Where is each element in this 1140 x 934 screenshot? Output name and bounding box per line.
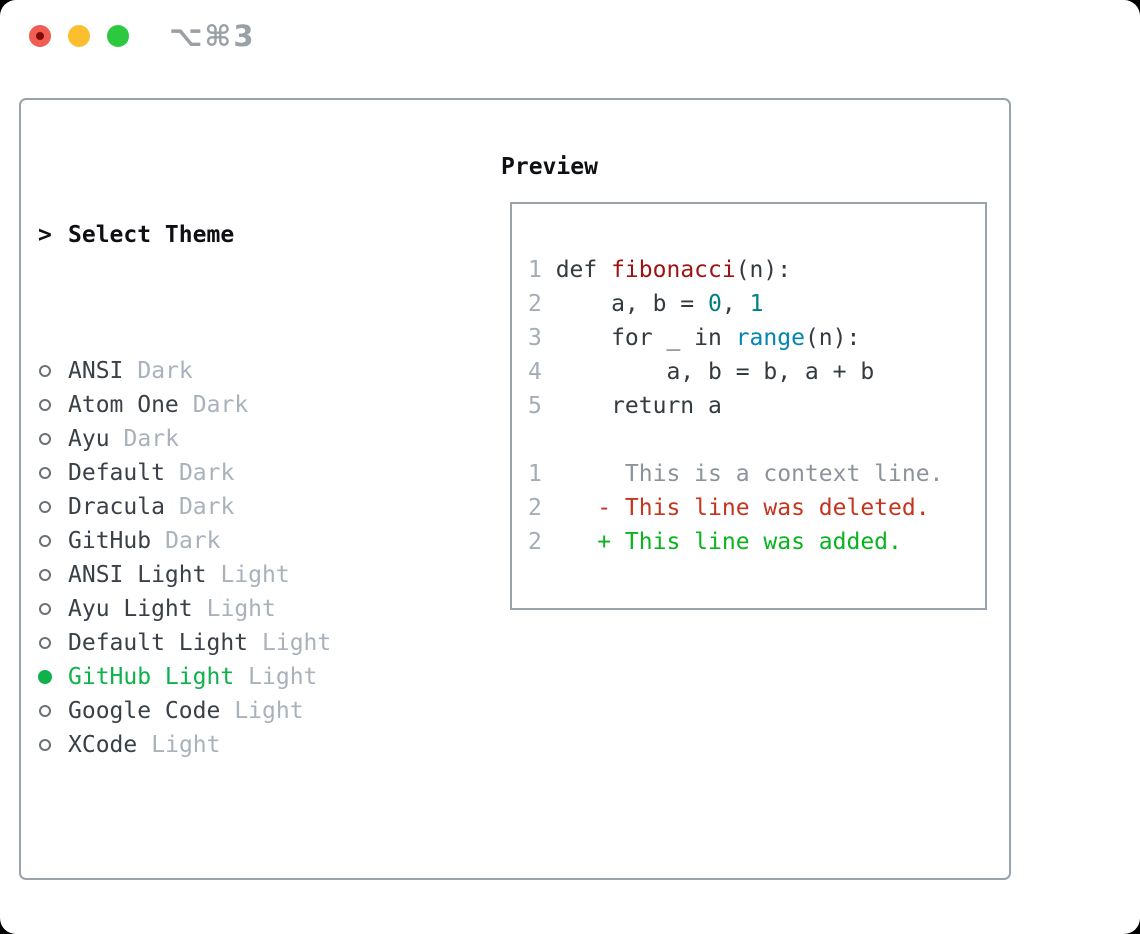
line-number: 2 [528,529,542,555]
theme-item[interactable]: Ayu Light Light [38,592,426,626]
line-number: 4 [528,359,542,385]
code-segment: for _ in [555,325,736,351]
theme-variant-tag: Dark [178,494,235,520]
radio-circle-icon [38,501,68,513]
theme-name: ANSI Light [68,562,207,588]
radio-circle-icon [38,603,68,615]
theme-variant-tag: Light [220,562,290,588]
theme-variant-tag: Dark [123,426,179,452]
theme-item[interactable]: ANSI Light Light [38,558,426,592]
preview-line [528,423,977,457]
theme-variant-tag: Light [234,698,304,724]
code-segment: , [721,291,750,317]
theme-name: Dracula [68,494,165,520]
radio-circle-icon [38,467,68,479]
radio-circle-icon [38,705,68,717]
radio-circle-icon [38,739,68,751]
theme-item[interactable]: Atom One Dark [38,388,426,422]
window-title-shortcut: ⌥⌘3 [169,19,256,53]
preview-title: Preview [501,154,598,180]
code-segment: def [555,257,612,283]
code-segment: fibonacci [611,257,736,283]
section-gap [38,864,426,898]
line-number: 5 [528,393,542,419]
theme-variant-tag: Dark [165,528,221,554]
code-segment: 1 [749,291,764,317]
code-segment: a, b = [555,291,709,317]
preview-line: 1 This is a context line. [528,457,977,491]
theme-name: GitHub Light [68,664,235,690]
theme-name: Google Code [68,698,221,724]
theme-name: Ayu [68,426,110,452]
radio-circle-icon [38,535,68,547]
select-theme-header: > Select Theme [38,218,426,252]
minimize-button[interactable] [68,25,90,47]
code-segment: + This line was added. [555,529,902,555]
theme-variant-tag: Light [248,664,318,690]
theme-variant-tag: Light [151,732,221,758]
close-dot-icon [36,32,44,40]
code-segment: return a [555,393,722,419]
theme-variant-tag: Light [262,630,332,656]
close-button[interactable] [29,25,51,47]
theme-name: Atom One [68,392,179,418]
theme-name: ANSI [68,358,124,384]
radio-circle-icon [38,569,68,581]
code-segment: (n): [804,325,861,351]
theme-item[interactable]: XCode Light [38,728,426,762]
theme-name: Default Light [68,630,249,656]
line-number: 1 [528,461,542,487]
preview-line: 2 + This line was added. [528,525,977,559]
line-number: 2 [528,495,542,521]
theme-name: XCode [68,732,138,758]
code-segment: 0 [708,291,722,317]
theme-name: Ayu Light [68,596,193,622]
theme-name: Default [68,460,165,486]
selected-dot-icon [38,670,68,684]
preview-line: 2 a, b = 0, 1 [528,287,977,321]
preview-line: 2 - This line was deleted. [528,491,977,525]
radio-circle-icon [38,365,68,377]
theme-item[interactable]: Default Dark [38,456,426,490]
preview-line: 5 return a [528,389,977,423]
preview-line: 1 def fibonacci(n): [528,253,977,287]
prompt-caret-icon: > [38,222,52,248]
theme-item[interactable]: GitHub Light Light [38,660,426,694]
select-theme-title: Select Theme [68,222,235,248]
preview-line: 4 a, b = b, a + b [528,355,977,389]
theme-item[interactable]: Ayu Dark [38,422,426,456]
radio-circle-icon [38,433,68,445]
code-segment: - This line was deleted. [555,495,930,521]
line-number: 1 [528,257,542,283]
theme-variant-tag: Dark [137,358,193,384]
line-number: 3 [528,325,542,351]
code-segment: range [735,325,805,351]
theme-name: GitHub [68,528,152,554]
maximize-button[interactable] [107,25,129,47]
code-segment: This is a context line. [555,461,944,487]
theme-item[interactable]: Dracula Dark [38,490,426,524]
theme-item[interactable]: Google Code Light [38,694,426,728]
theme-item[interactable]: ANSI Dark [38,354,426,388]
radio-circle-icon [38,637,68,649]
code-segment: a, b = b, a + b [555,359,875,385]
preview-line: 3 for _ in range(n): [528,321,977,355]
radio-circle-icon [38,399,68,411]
window-titlebar: ⌥⌘3 [0,0,1140,72]
theme-variant-tag: Dark [178,460,235,486]
theme-variant-tag: Light [206,596,276,622]
theme-item[interactable]: GitHub Dark [38,524,426,558]
line-number: 2 [528,291,542,317]
theme-item[interactable]: Default Light Light [38,626,426,660]
theme-variant-tag: Dark [192,392,249,418]
code-segment: (n): [735,257,792,283]
